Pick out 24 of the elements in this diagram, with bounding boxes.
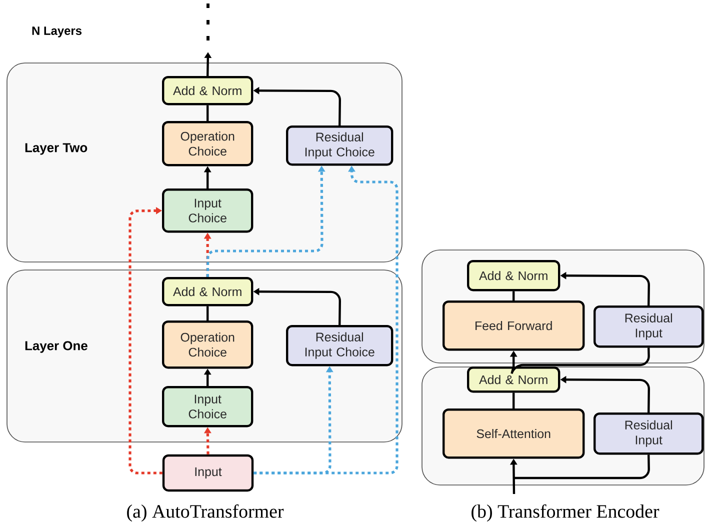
add-norm-box: Add & Norm: [162, 76, 254, 106]
feed-forward-box: Feed Forward: [442, 300, 585, 351]
connector-line: [512, 291, 515, 300]
input-choice-box: Input Choice: [162, 386, 254, 428]
connector-line: [510, 348, 650, 375]
add-norm-box: Add & Norm: [467, 366, 560, 393]
operation-box: Operation Choice: [162, 320, 254, 369]
residual-box: Residual Input: [594, 306, 704, 348]
connector-line: [206, 306, 209, 320]
connector-line: [512, 392, 515, 408]
add-norm-box: Add & Norm: [467, 260, 560, 292]
add-norm-box: Add & Norm: [162, 277, 254, 306]
dotted-arrow: [128, 206, 162, 474]
connector-line: [514, 454, 650, 480]
subfigure-caption: (b) Transformer Encoder: [472, 504, 660, 522]
input-box: Input: [162, 454, 254, 492]
layer-count-label: N Layers: [32, 26, 82, 38]
self-attention-box: Self-Attention: [442, 408, 585, 459]
operation-box: Operation Choice: [162, 121, 254, 166]
connector-line: [206, 105, 209, 121]
input-choice-box: Input Choice: [162, 188, 254, 233]
residual-box: Residual Input Choice: [286, 126, 394, 166]
residual-box: Residual Input Choice: [286, 325, 394, 366]
residual-box: Residual Input: [594, 412, 704, 455]
